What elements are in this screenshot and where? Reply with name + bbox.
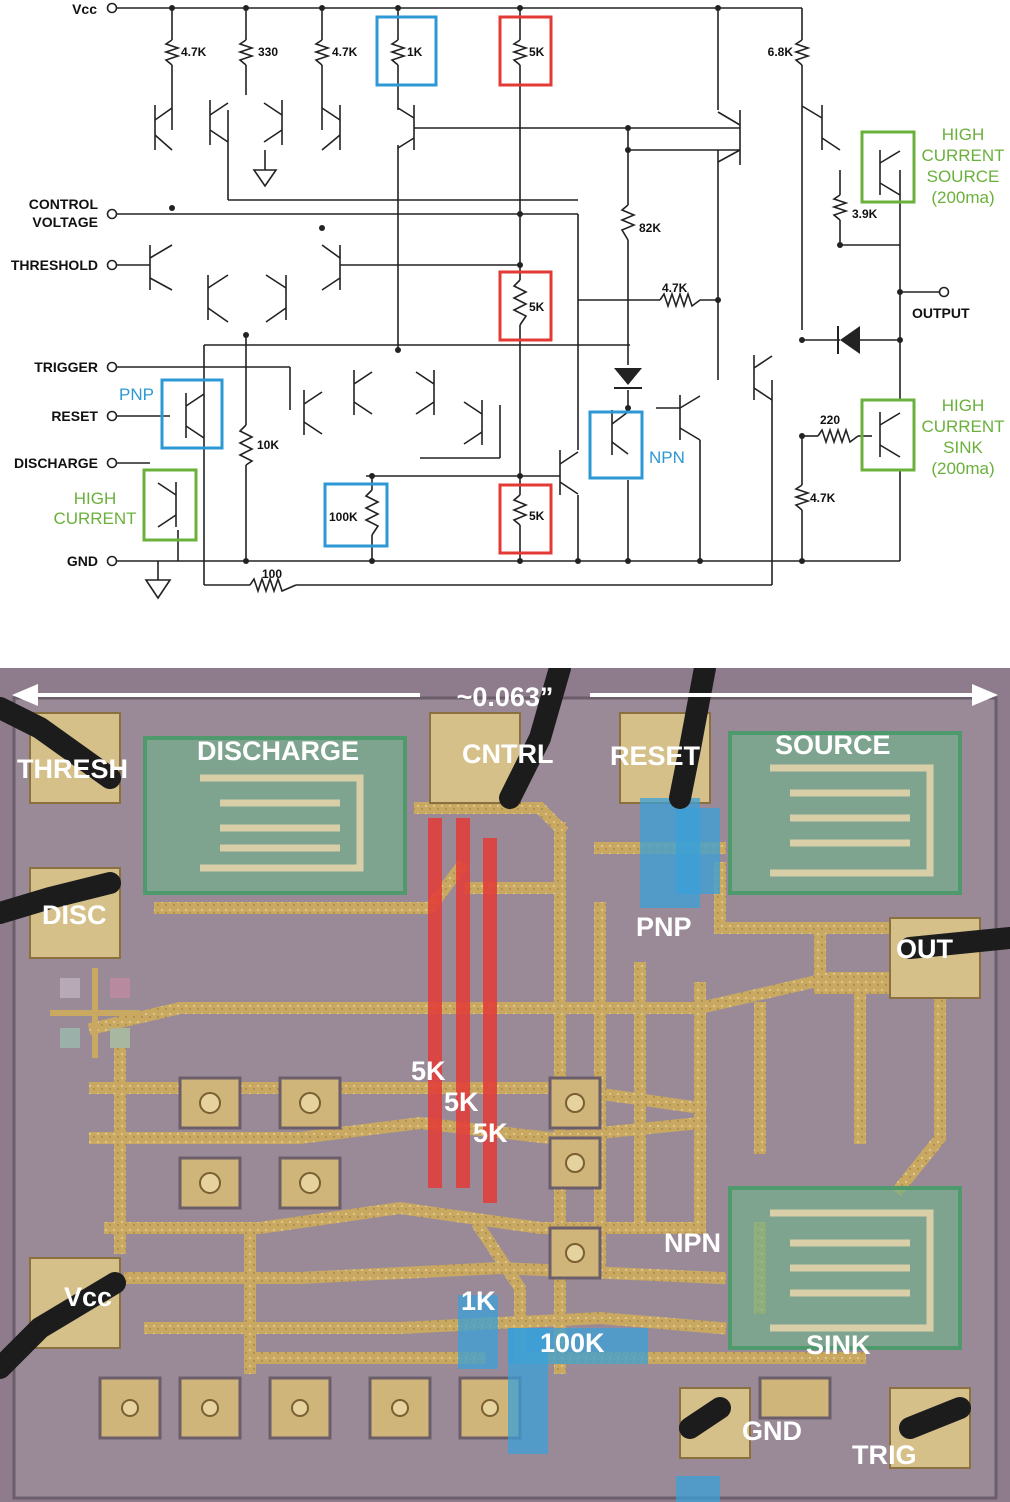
- die-label-out: OUT: [896, 934, 954, 964]
- resistor-label: 4.7K: [810, 491, 836, 505]
- die-label-thresh: THRESH: [17, 754, 128, 784]
- annotation-source-line1: HIGH: [942, 125, 985, 144]
- die-label-5k-3: 5K: [473, 1118, 508, 1148]
- die-width-label: ~0.063”: [457, 682, 554, 712]
- resistor-strip-5k-2: [456, 818, 470, 1188]
- pin-terminals: [106, 2, 950, 567]
- resistor-label: 4.7K: [181, 45, 207, 59]
- die-label-source: SOURCE: [775, 730, 891, 760]
- die-label-discharge: DISCHARGE: [197, 736, 359, 766]
- resistor-label: 220: [820, 413, 840, 427]
- resistor-label: 10K: [257, 438, 279, 452]
- annotation-high-current-line1: HIGH: [74, 489, 117, 508]
- diodes: [614, 326, 860, 389]
- resistor-label: 4.7K: [332, 45, 358, 59]
- ground-symbols: [144, 150, 278, 600]
- blue-highlights-real: [458, 1295, 648, 1454]
- annotation-sink-line3: SINK: [943, 438, 983, 457]
- red-resistor-strips: [428, 818, 497, 1203]
- annotation-sink-line2: CURRENT: [921, 417, 1004, 436]
- die-label-100k: 100K: [540, 1328, 605, 1358]
- resistor-strip-5k-3: [483, 838, 497, 1203]
- die-label-reset: RESET: [610, 741, 701, 771]
- resistor-strip-5k-1: [428, 818, 442, 1188]
- die-label-cntrl: CNTRL: [462, 739, 553, 769]
- annotation-high-current-line2: CURRENT: [53, 509, 136, 528]
- schematic-diagram: Vcc CONTROL VOLTAGE THRESHOLD TRIGGER RE…: [11, 1, 1005, 600]
- annotation-source-line2: CURRENT: [921, 146, 1004, 165]
- annotation-source-line3: SOURCE: [927, 167, 1000, 186]
- die-label-trig: TRIG: [852, 1440, 917, 1470]
- die-label-1k: 1K: [461, 1286, 496, 1316]
- pin-label-reset: RESET: [51, 408, 98, 424]
- npn-highlight-group: [676, 808, 720, 894]
- resistor-label: 100: [262, 567, 282, 581]
- highlight-100k: [323, 482, 389, 548]
- blue-highlights-visible: [676, 1476, 720, 1502]
- contact-circles: [121, 1092, 585, 1417]
- pin-label-control-line2: VOLTAGE: [32, 214, 98, 230]
- resistor-label: 82K: [639, 221, 661, 235]
- resistor-label: 5K: [529, 300, 545, 314]
- npn-highlight-region-visible: [676, 1476, 720, 1502]
- die-photo: ~0.063” THRESH DISCHARGE CNTRL RESET SOU…: [0, 668, 1010, 1502]
- annotation-sink-line1: HIGH: [942, 396, 985, 415]
- pin-label-output: OUTPUT: [912, 305, 970, 321]
- highlight-npn: [588, 410, 644, 480]
- highlight-sink-transistor: [860, 398, 916, 472]
- highlight-5k-top: [498, 15, 553, 87]
- die-label-5k-1: 5K: [411, 1056, 446, 1086]
- annotation-pnp: PNP: [119, 385, 154, 404]
- pin-label-gnd: GND: [67, 553, 98, 569]
- highlight-pnp: [160, 378, 224, 450]
- pin-label-control-line1: CONTROL: [29, 196, 99, 212]
- highlight-5k-bot: [498, 483, 553, 555]
- highlight-boxes: [142, 15, 916, 555]
- dimension-arrow: [12, 684, 998, 706]
- pin-label-vcc: Vcc: [72, 1, 97, 17]
- junction-dots: [169, 5, 903, 564]
- die-label-npn: NPN: [664, 1228, 721, 1258]
- npn-active-region: [676, 808, 720, 894]
- resistor-100k-vertical: [508, 1328, 548, 1454]
- resistor-label: 5K: [529, 45, 545, 59]
- pin-label-discharge: DISCHARGE: [14, 455, 98, 471]
- die-label-5k-2: 5K: [444, 1087, 479, 1117]
- die-label-gnd: GND: [742, 1416, 802, 1446]
- annotation-source-line4: (200ma): [931, 188, 994, 207]
- resistor-label: 6.8K: [768, 45, 794, 59]
- transistor-cells: [98, 1076, 832, 1440]
- annotation-sink-line4: (200ma): [931, 459, 994, 478]
- resistors: [163, 39, 859, 594]
- highlight-1k: [375, 15, 438, 87]
- source-transistor-area: [728, 731, 962, 895]
- die-label-pnp: PNP: [636, 912, 692, 942]
- transistors: [149, 100, 901, 528]
- resistor-label: 3.9K: [852, 207, 878, 221]
- resistor-label: 5K: [529, 509, 545, 523]
- resistor-label: 100K: [329, 510, 358, 524]
- resistor-label: 1K: [407, 45, 423, 59]
- die-label-vcc: Vcc: [64, 1282, 112, 1312]
- alignment-mark: [50, 968, 140, 1058]
- highlight-5k-mid: [498, 270, 553, 342]
- highlight-source-transistor: [860, 130, 916, 204]
- highlight-discharge-transistor: [142, 468, 198, 542]
- resistor-label: 4.7K: [662, 281, 688, 295]
- wiring: [116, 7, 942, 586]
- interdigitated-fingers: [200, 764, 934, 1332]
- pin-label-trigger: TRIGGER: [34, 359, 98, 375]
- die-label-disc: DISC: [42, 900, 107, 930]
- resistor-1k-area-real: [458, 1295, 498, 1369]
- die-label-sink: SINK: [806, 1330, 871, 1360]
- pin-label-threshold: THRESHOLD: [11, 257, 98, 273]
- resistor-label: 330: [258, 45, 278, 59]
- annotation-npn: NPN: [649, 448, 685, 467]
